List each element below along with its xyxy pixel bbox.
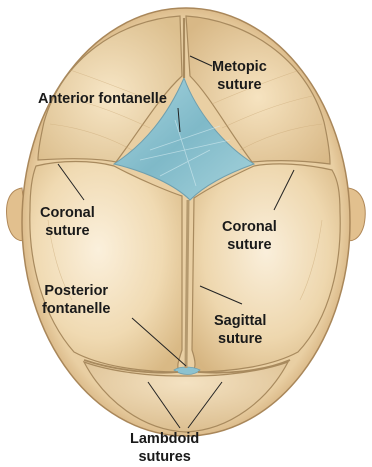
lambdoid-sutures-label: Lambdoid sutures bbox=[130, 430, 199, 466]
sagittal-suture-line bbox=[186, 200, 188, 368]
sagittal-suture-label: Sagittal suture bbox=[214, 312, 266, 348]
lambdoid-line2: sutures bbox=[130, 448, 199, 466]
metopic-label-line1: Metopic bbox=[212, 58, 267, 76]
metopic-label-line2: suture bbox=[212, 76, 267, 94]
sagittal-line1: Sagittal bbox=[214, 312, 266, 330]
lambdoid-line1: Lambdoid bbox=[130, 430, 199, 448]
coronal-left-line1: Coronal bbox=[40, 204, 95, 222]
posterior-line1: Posterior bbox=[42, 282, 110, 300]
coronal-right-line1: Coronal bbox=[222, 218, 277, 236]
metopic-suture-label: Metopic suture bbox=[212, 58, 267, 94]
coronal-suture-right-label: Coronal suture bbox=[222, 218, 277, 254]
posterior-fontanelle-label: Posterior fontanelle bbox=[42, 282, 110, 318]
coronal-right-line2: suture bbox=[222, 236, 277, 254]
coronal-suture-left-label: Coronal suture bbox=[40, 204, 95, 240]
anterior-fontanelle-label: Anterior fontanelle bbox=[38, 90, 167, 108]
sagittal-line2: suture bbox=[214, 330, 266, 348]
posterior-line2: fontanelle bbox=[42, 300, 110, 318]
coronal-left-line2: suture bbox=[40, 222, 95, 240]
